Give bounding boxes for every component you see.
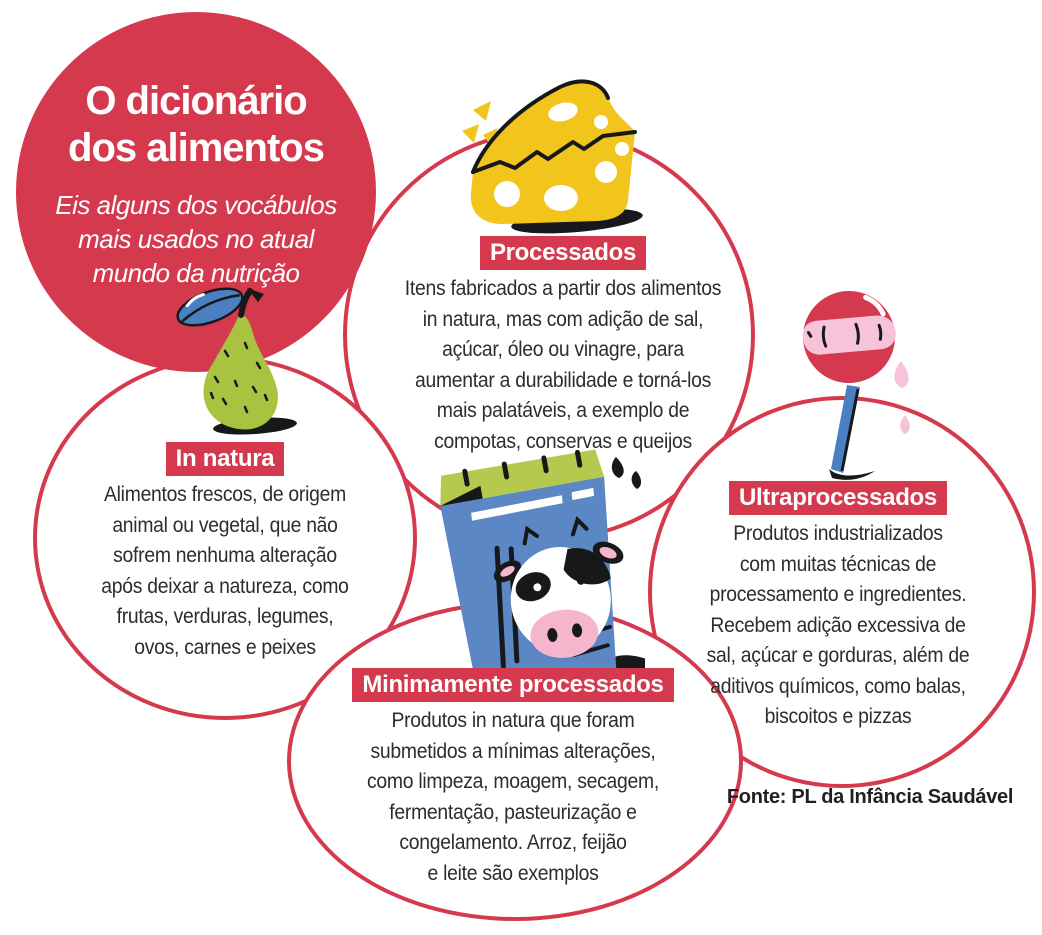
section-body-ultraprocessados: Produtos industrializados com muitas téc… (706, 521, 970, 728)
section-processados: Processados Itens fabricados a partir do… (377, 236, 749, 456)
page-subtitle: Eis alguns dos vocábulos mais usados no … (55, 190, 337, 288)
section-minimamente: Minimamente processados Produtos in natu… (328, 668, 698, 888)
section-label-in-natura: In natura (165, 442, 285, 476)
source-note: Fonte: PL da Infância Saudável (726, 786, 1014, 808)
title-circle: O dicionário dos alimentos Eis alguns do… (16, 12, 376, 372)
section-label-ultraprocessados: Ultraprocessados (729, 481, 947, 515)
lollipop-icon (802, 291, 910, 480)
section-body-in-natura: Alimentos frescos, de origem animal ou v… (101, 482, 349, 659)
circle-minimamente (287, 601, 743, 921)
section-label-processados: Processados (479, 236, 647, 270)
pear-icon (176, 287, 297, 435)
section-body-minimamente: Produtos in natura que foram submetidos … (367, 708, 659, 885)
section-in-natura: In natura Alimentos frescos, de origem a… (50, 442, 400, 662)
section-label-minimamente: Minimamente processados (352, 668, 674, 702)
page-title: O dicionário dos alimentos (68, 79, 325, 170)
milk-carton-icon (440, 449, 645, 695)
cheese-icon (462, 79, 643, 234)
section-ultraprocessados: Ultraprocessados Produtos industrializad… (663, 481, 1013, 732)
section-body-processados: Itens fabricados a partir dos alimentos … (404, 276, 722, 453)
